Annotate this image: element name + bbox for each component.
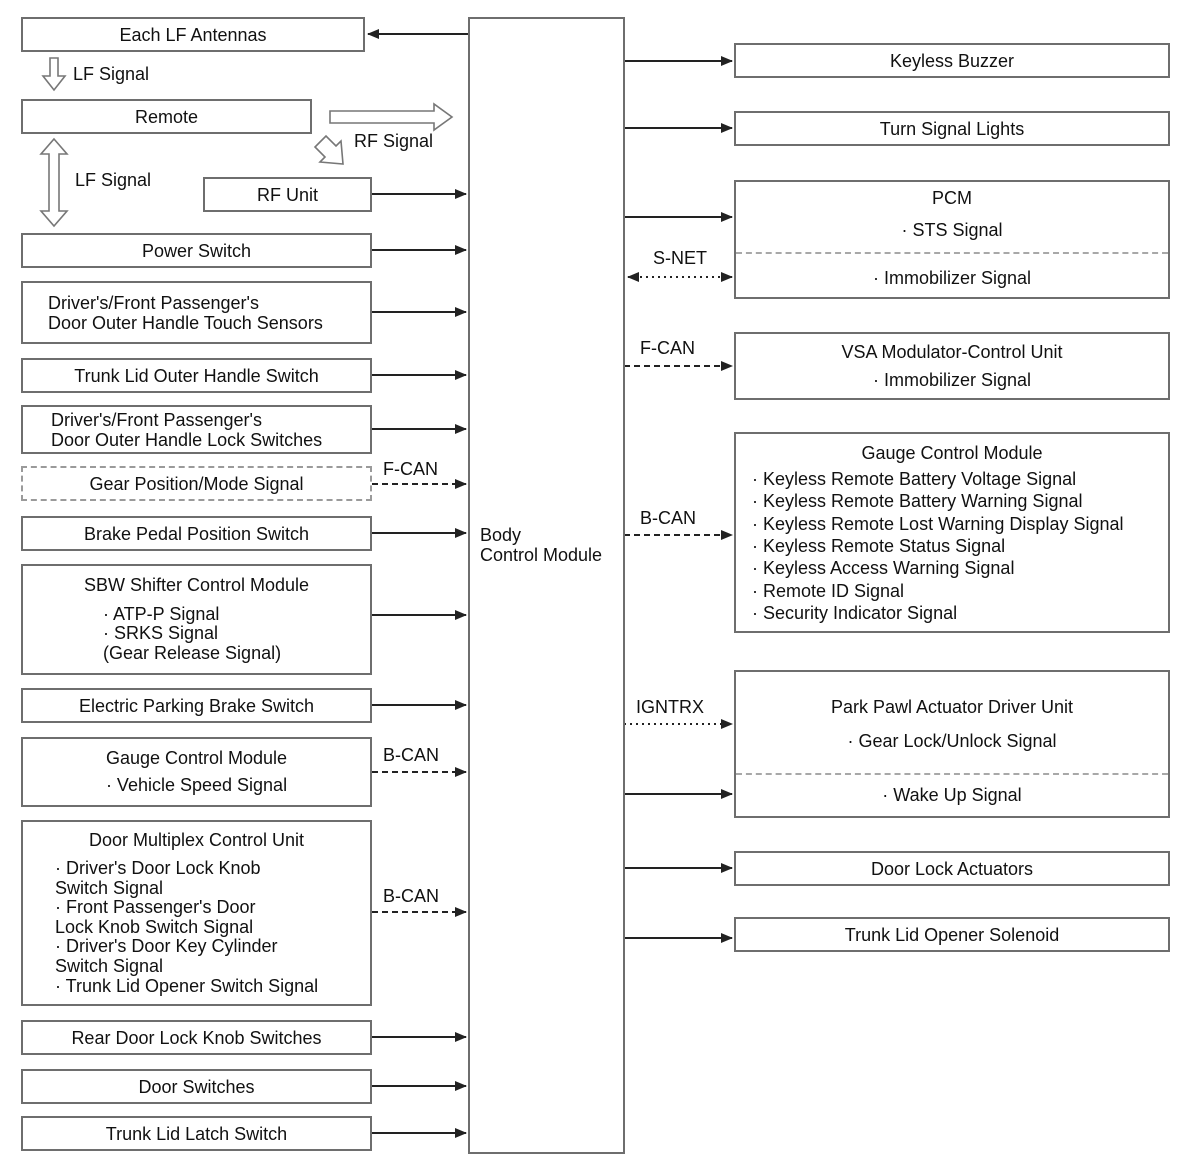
rear-knob-box: Rear Door Lock Knob Switches: [21, 1020, 372, 1055]
trunk-solenoid-label: Trunk Lid Opener Solenoid: [844, 925, 1060, 945]
bcm-label-line1: Body: [480, 525, 522, 545]
dmcu-line-6: Switch Signal: [55, 956, 164, 976]
rf-signal-right-arrow: [329, 102, 454, 132]
door-switches-label: Door Switches: [138, 1077, 255, 1097]
gauge-input-box: Gauge Control Module · Vehicle Speed Sig…: [21, 737, 372, 807]
gcm-output-line-5: · Keyless Access Warning Signal: [752, 558, 1015, 578]
vsa-immobilizer-signal: · Immobilizer Signal: [872, 370, 1032, 390]
dmcu-line-1: · Driver's Door Lock Knob: [55, 858, 261, 878]
pcm-divider: [736, 252, 1168, 254]
door-lock-actuators-box: Door Lock Actuators: [734, 851, 1170, 886]
rf-signal-label: RF Signal: [354, 131, 434, 151]
ppa-divider: [736, 773, 1168, 775]
touch-sensors-label-1: Driver's/Front Passenger's: [48, 293, 259, 313]
pcm-sts-signal: · STS Signal: [901, 220, 1003, 240]
lf-signal-label-1: LF Signal: [73, 64, 150, 84]
trunk-latch-box: Trunk Lid Latch Switch: [21, 1116, 372, 1151]
ppa-title: Park Pawl Actuator Driver Unit: [830, 697, 1074, 717]
gcm-output-line-7: · Security Indicator Signal: [752, 603, 958, 623]
gauge-input-title: Gauge Control Module: [105, 748, 288, 768]
brake-pedal-box: Brake Pedal Position Switch: [21, 516, 372, 551]
pcm-bus-label: S-NET: [653, 248, 707, 268]
brake-pedal-label: Brake Pedal Position Switch: [83, 524, 310, 544]
trunk-outer-handle-box: Trunk Lid Outer Handle Switch: [21, 358, 372, 393]
lock-switches-label-2: Door Outer Handle Lock Switches: [51, 430, 323, 450]
gear-position-label: Gear Position/Mode Signal: [89, 474, 304, 494]
sbw-box: SBW Shifter Control Module · ATP-P Signa…: [21, 564, 372, 675]
ppa-wake-signal: · Wake Up Signal: [882, 785, 1022, 805]
gcm-output-box: Gauge Control Module · Keyless Remote Ba…: [734, 432, 1170, 633]
vsa-title: VSA Modulator-Control Unit: [841, 342, 1063, 362]
ppa-bus-label: IGNTRX: [636, 697, 705, 717]
power-switch-label: Power Switch: [141, 241, 252, 261]
lock-switches-box: Driver's/Front Passenger's Door Outer Ha…: [21, 405, 372, 454]
vsa-bus-label: F-CAN: [640, 338, 695, 358]
pcm-immobilizer-signal: · Immobilizer Signal: [872, 268, 1032, 288]
gcm-output-line-1: · Keyless Remote Battery Voltage Signal: [752, 469, 1077, 489]
dmcu-line-5: · Driver's Door Key Cylinder: [55, 936, 278, 956]
pcm-box: PCM · STS Signal · Immobilizer Signal: [734, 180, 1170, 299]
gear-position-box: Gear Position/Mode Signal: [21, 466, 372, 501]
gcm-output-line-6: · Remote ID Signal: [752, 581, 905, 601]
dmcu-bus-label: B-CAN: [383, 886, 440, 906]
gcm-output-bus-label: B-CAN: [640, 508, 697, 528]
rf-unit-box: RF Unit: [203, 177, 372, 212]
pcm-title: PCM: [932, 188, 972, 208]
sbw-signal-1: · ATP-P Signal: [103, 604, 220, 624]
trunk-solenoid-box: Trunk Lid Opener Solenoid: [734, 917, 1170, 952]
gear-bus-label: F-CAN: [383, 459, 438, 479]
rf-unit-label: RF Unit: [256, 185, 318, 205]
trunk-outer-handle-label: Trunk Lid Outer Handle Switch: [74, 366, 319, 386]
sbw-signal-3: (Gear Release Signal): [103, 643, 282, 663]
touch-sensors-label-2: Door Outer Handle Touch Sensors: [48, 313, 323, 333]
power-switch-box: Power Switch: [21, 233, 372, 268]
gcm-output-line-4: · Keyless Remote Status Signal: [752, 536, 1006, 556]
epb-box: Electric Parking Brake Switch: [21, 688, 372, 723]
dmcu-line-4: Lock Knob Switch Signal: [55, 917, 254, 937]
body-control-module-box: Body Control Module: [468, 17, 625, 1154]
vsa-box: VSA Modulator-Control Unit · Immobilizer…: [734, 332, 1170, 400]
epb-label: Electric Parking Brake Switch: [78, 696, 315, 716]
dmcu-line-2: Switch Signal: [55, 878, 164, 898]
lf-signal-down-arrow: [41, 57, 67, 92]
sbw-signal-2: · SRKS Signal: [103, 623, 219, 643]
gcm-output-title: Gauge Control Module: [861, 443, 1043, 463]
touch-sensors-box: Driver's/Front Passenger's Door Outer Ha…: [21, 281, 372, 344]
keyless-buzzer-label: Keyless Buzzer: [889, 51, 1015, 71]
remote-label: Remote: [134, 107, 199, 127]
turn-signal-label: Turn Signal Lights: [879, 119, 1025, 139]
ppa-box: Park Pawl Actuator Driver Unit · Gear Lo…: [734, 670, 1170, 818]
bcm-label-line2: Control Module: [480, 545, 603, 565]
lock-switches-label-1: Driver's/Front Passenger's: [51, 410, 262, 430]
lf-signal-label-2: LF Signal: [75, 170, 152, 190]
dmcu-box: Door Multiplex Control Unit · Driver's D…: [21, 820, 372, 1006]
turn-signal-box: Turn Signal Lights: [734, 111, 1170, 146]
rf-signal-diagonal-arrow: [313, 134, 344, 165]
trunk-latch-label: Trunk Lid Latch Switch: [105, 1124, 288, 1144]
lf-signal-double-arrow: [39, 137, 69, 228]
gcm-output-line-2: · Keyless Remote Battery Warning Signal: [752, 491, 1083, 511]
gauge-input-bus-label: B-CAN: [383, 745, 440, 765]
dmcu-line-3: · Front Passenger's Door: [55, 897, 256, 917]
sbw-title: SBW Shifter Control Module: [83, 575, 310, 595]
ppa-gear-signal: · Gear Lock/Unlock Signal: [847, 731, 1057, 751]
dmcu-line-7: · Trunk Lid Opener Switch Signal: [55, 976, 319, 996]
keyless-buzzer-box: Keyless Buzzer: [734, 43, 1170, 78]
rear-knob-label: Rear Door Lock Knob Switches: [71, 1028, 322, 1048]
gcm-output-line-3: · Keyless Remote Lost Warning Display Si…: [752, 514, 1124, 534]
door-switches-box: Door Switches: [21, 1069, 372, 1104]
lf-antennas-label: Each LF Antennas: [119, 25, 267, 45]
door-lock-actuators-label: Door Lock Actuators: [870, 859, 1034, 879]
remote-box: Remote: [21, 99, 312, 134]
dmcu-title: Door Multiplex Control Unit: [88, 830, 305, 850]
lf-antennas-box: Each LF Antennas: [21, 17, 365, 52]
gauge-input-signal: · Vehicle Speed Signal: [105, 775, 288, 795]
